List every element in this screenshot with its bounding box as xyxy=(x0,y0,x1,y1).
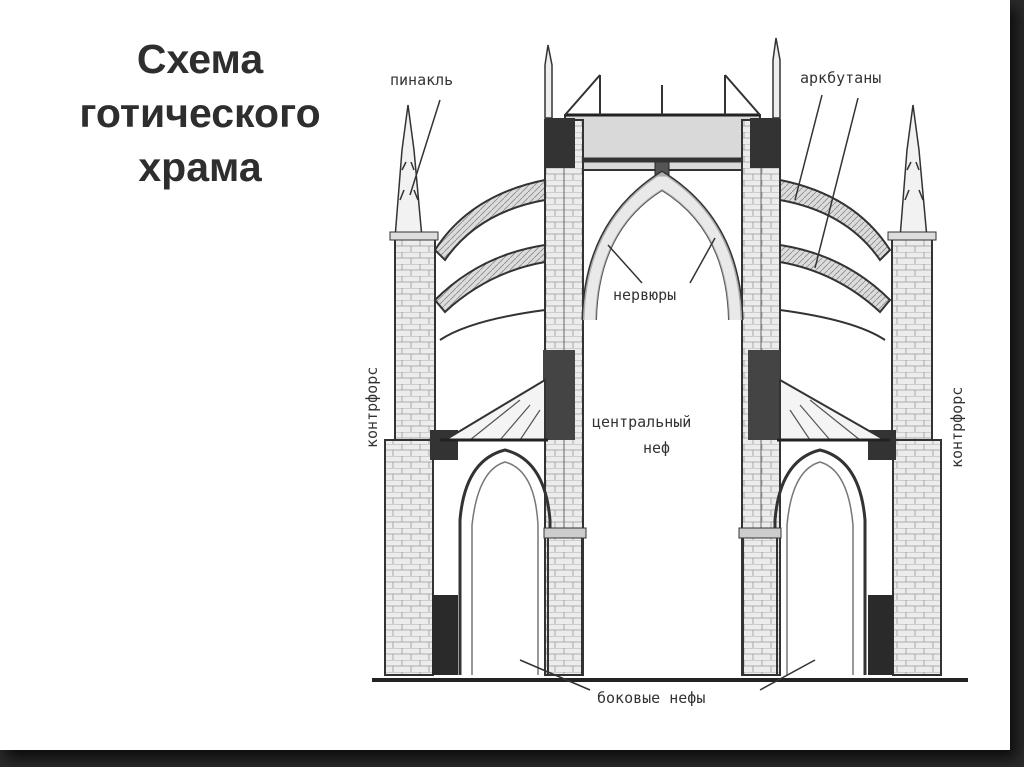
label-flying-buttresses: аркбутаны xyxy=(800,69,881,87)
gothic-cathedral-diagram: пинакль аркбутаны нервюры центральный не… xyxy=(363,37,968,707)
label-central-nave-line2: неф xyxy=(643,439,670,457)
side-aisle-roof-right xyxy=(777,378,890,442)
label-pointers xyxy=(409,94,859,691)
central-vault-ribs xyxy=(581,157,744,321)
pinnacle-left xyxy=(389,104,439,241)
label-side-naves: боковые нефы xyxy=(597,689,705,707)
label-pinnacle: пинакль xyxy=(390,71,453,89)
side-aisle-arch-left xyxy=(458,448,552,675)
slide: Схема готического храма xyxy=(0,0,1010,750)
flying-buttresses-right xyxy=(779,178,892,341)
title-line-2: готического xyxy=(79,90,321,136)
side-aisle-arch-right xyxy=(773,448,867,675)
column-left xyxy=(543,527,587,676)
side-aisle-roof-left xyxy=(440,378,548,442)
label-buttress-left: контрфорс xyxy=(363,367,381,448)
buttress-right-structure xyxy=(868,234,942,676)
label-buttress-right: контрфорс xyxy=(948,387,966,468)
buttress-left-structure xyxy=(384,234,458,676)
column-right xyxy=(738,527,782,676)
title-line-3: храма xyxy=(138,144,262,190)
title-line-1: Схема xyxy=(136,36,264,82)
flying-buttresses-left xyxy=(433,178,546,341)
pinnacle-right xyxy=(887,104,937,241)
slide-title: Схема готического храма xyxy=(40,32,360,194)
label-central-nave-line1: центральный xyxy=(592,413,691,431)
label-ribs: нервюры xyxy=(613,286,676,304)
